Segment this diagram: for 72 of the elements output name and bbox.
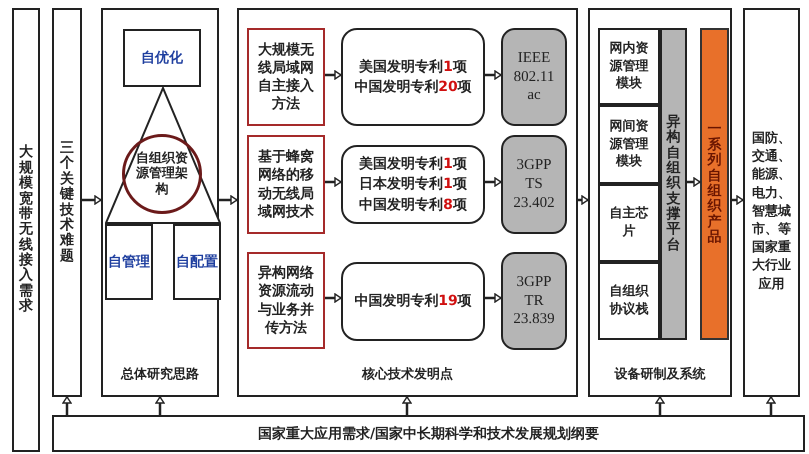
node-label: 美国发明专利1项 xyxy=(359,58,467,77)
module-box xyxy=(598,28,660,105)
node-label: 3GPP TS 23.402 xyxy=(512,156,556,213)
node-label: 大规模无线局域网自主接入方法 xyxy=(256,40,315,114)
node-label: 国家重大应用需求/国家中长期科学和技术发展规划纲要 xyxy=(258,424,600,442)
method-box xyxy=(247,252,325,349)
panel-title: 总体研究思路 xyxy=(120,366,200,383)
arrow xyxy=(82,195,102,205)
application-box xyxy=(743,8,800,397)
arrow xyxy=(402,396,412,415)
arrow xyxy=(219,195,238,205)
node-label: 异构自组织支撑平台 xyxy=(666,114,680,254)
arrow xyxy=(325,293,342,303)
arrow xyxy=(485,177,502,187)
node-label: 中国发明专利20项 xyxy=(354,78,472,97)
node-label: 美国发明专利1项 xyxy=(359,154,467,174)
requirement-column xyxy=(12,8,40,452)
module-box xyxy=(598,184,660,262)
node-label: 自管理 xyxy=(108,253,150,271)
node-label: 异构网络资源流动与业务并传方法 xyxy=(257,264,315,337)
panel-title: 核心技术发明点 xyxy=(360,366,454,383)
panel xyxy=(588,8,732,397)
node-label: 自主芯片 xyxy=(609,205,649,241)
node-label: 自配置 xyxy=(176,253,218,271)
arrow xyxy=(766,396,776,415)
product-bar xyxy=(700,28,729,340)
standard-box xyxy=(501,252,567,350)
platform-bar xyxy=(660,28,687,340)
panel xyxy=(101,8,219,397)
patent-box xyxy=(341,145,485,224)
arrow xyxy=(655,396,665,415)
concept-box xyxy=(105,224,153,300)
arrow xyxy=(325,177,342,187)
node-label: 大规模宽带无线接入需求 xyxy=(19,145,33,315)
standard-box xyxy=(501,135,567,234)
arrow xyxy=(485,70,502,80)
arrow xyxy=(578,195,589,205)
node-label: 一系列自组织产品 xyxy=(708,122,722,246)
node-label: 基于蜂窝网络的移动无线局域网技术 xyxy=(256,148,315,221)
node-label: 日本发明专利1项 xyxy=(359,175,467,194)
concept-box xyxy=(123,29,201,87)
method-box xyxy=(247,135,325,234)
patent-box xyxy=(341,262,485,341)
panel-title: 设备研制及系统 xyxy=(613,366,706,383)
panel xyxy=(237,8,578,397)
concept-box xyxy=(173,224,221,300)
node-label: 三个关键技术难题 xyxy=(60,140,74,264)
patent-box xyxy=(341,28,485,126)
arrow xyxy=(485,293,502,303)
arrow xyxy=(62,396,72,415)
arrow xyxy=(155,396,165,415)
arrow xyxy=(687,177,701,187)
module-box xyxy=(598,262,660,340)
foundation-bar xyxy=(52,415,805,452)
triangle-shape xyxy=(105,87,221,224)
architecture-circle xyxy=(122,134,202,214)
node-label: 自组织协议栈 xyxy=(609,283,649,319)
node-label: 网间资源管理模块 xyxy=(609,118,649,171)
requirement-column xyxy=(52,8,82,397)
module-box xyxy=(598,105,660,184)
node-label: 中国发明专利8项 xyxy=(359,196,467,215)
method-box xyxy=(247,28,325,126)
standard-box xyxy=(501,28,567,126)
arrow xyxy=(325,70,342,80)
node-label: IEEE 802.11 ac xyxy=(512,48,556,106)
node-label: 自优化 xyxy=(141,49,183,67)
node-label: 3GPP TR 23.839 xyxy=(512,272,556,330)
node-label: 自组织资源管理架构 xyxy=(135,150,189,198)
node-label: 中国发明专利19项 xyxy=(354,292,472,312)
node-label: 网内资源管理模块 xyxy=(609,40,649,93)
node-label: 国防、交通、能源、电力、智慧城市、等国家重大行业应用 xyxy=(751,130,792,294)
arrow xyxy=(732,195,744,205)
